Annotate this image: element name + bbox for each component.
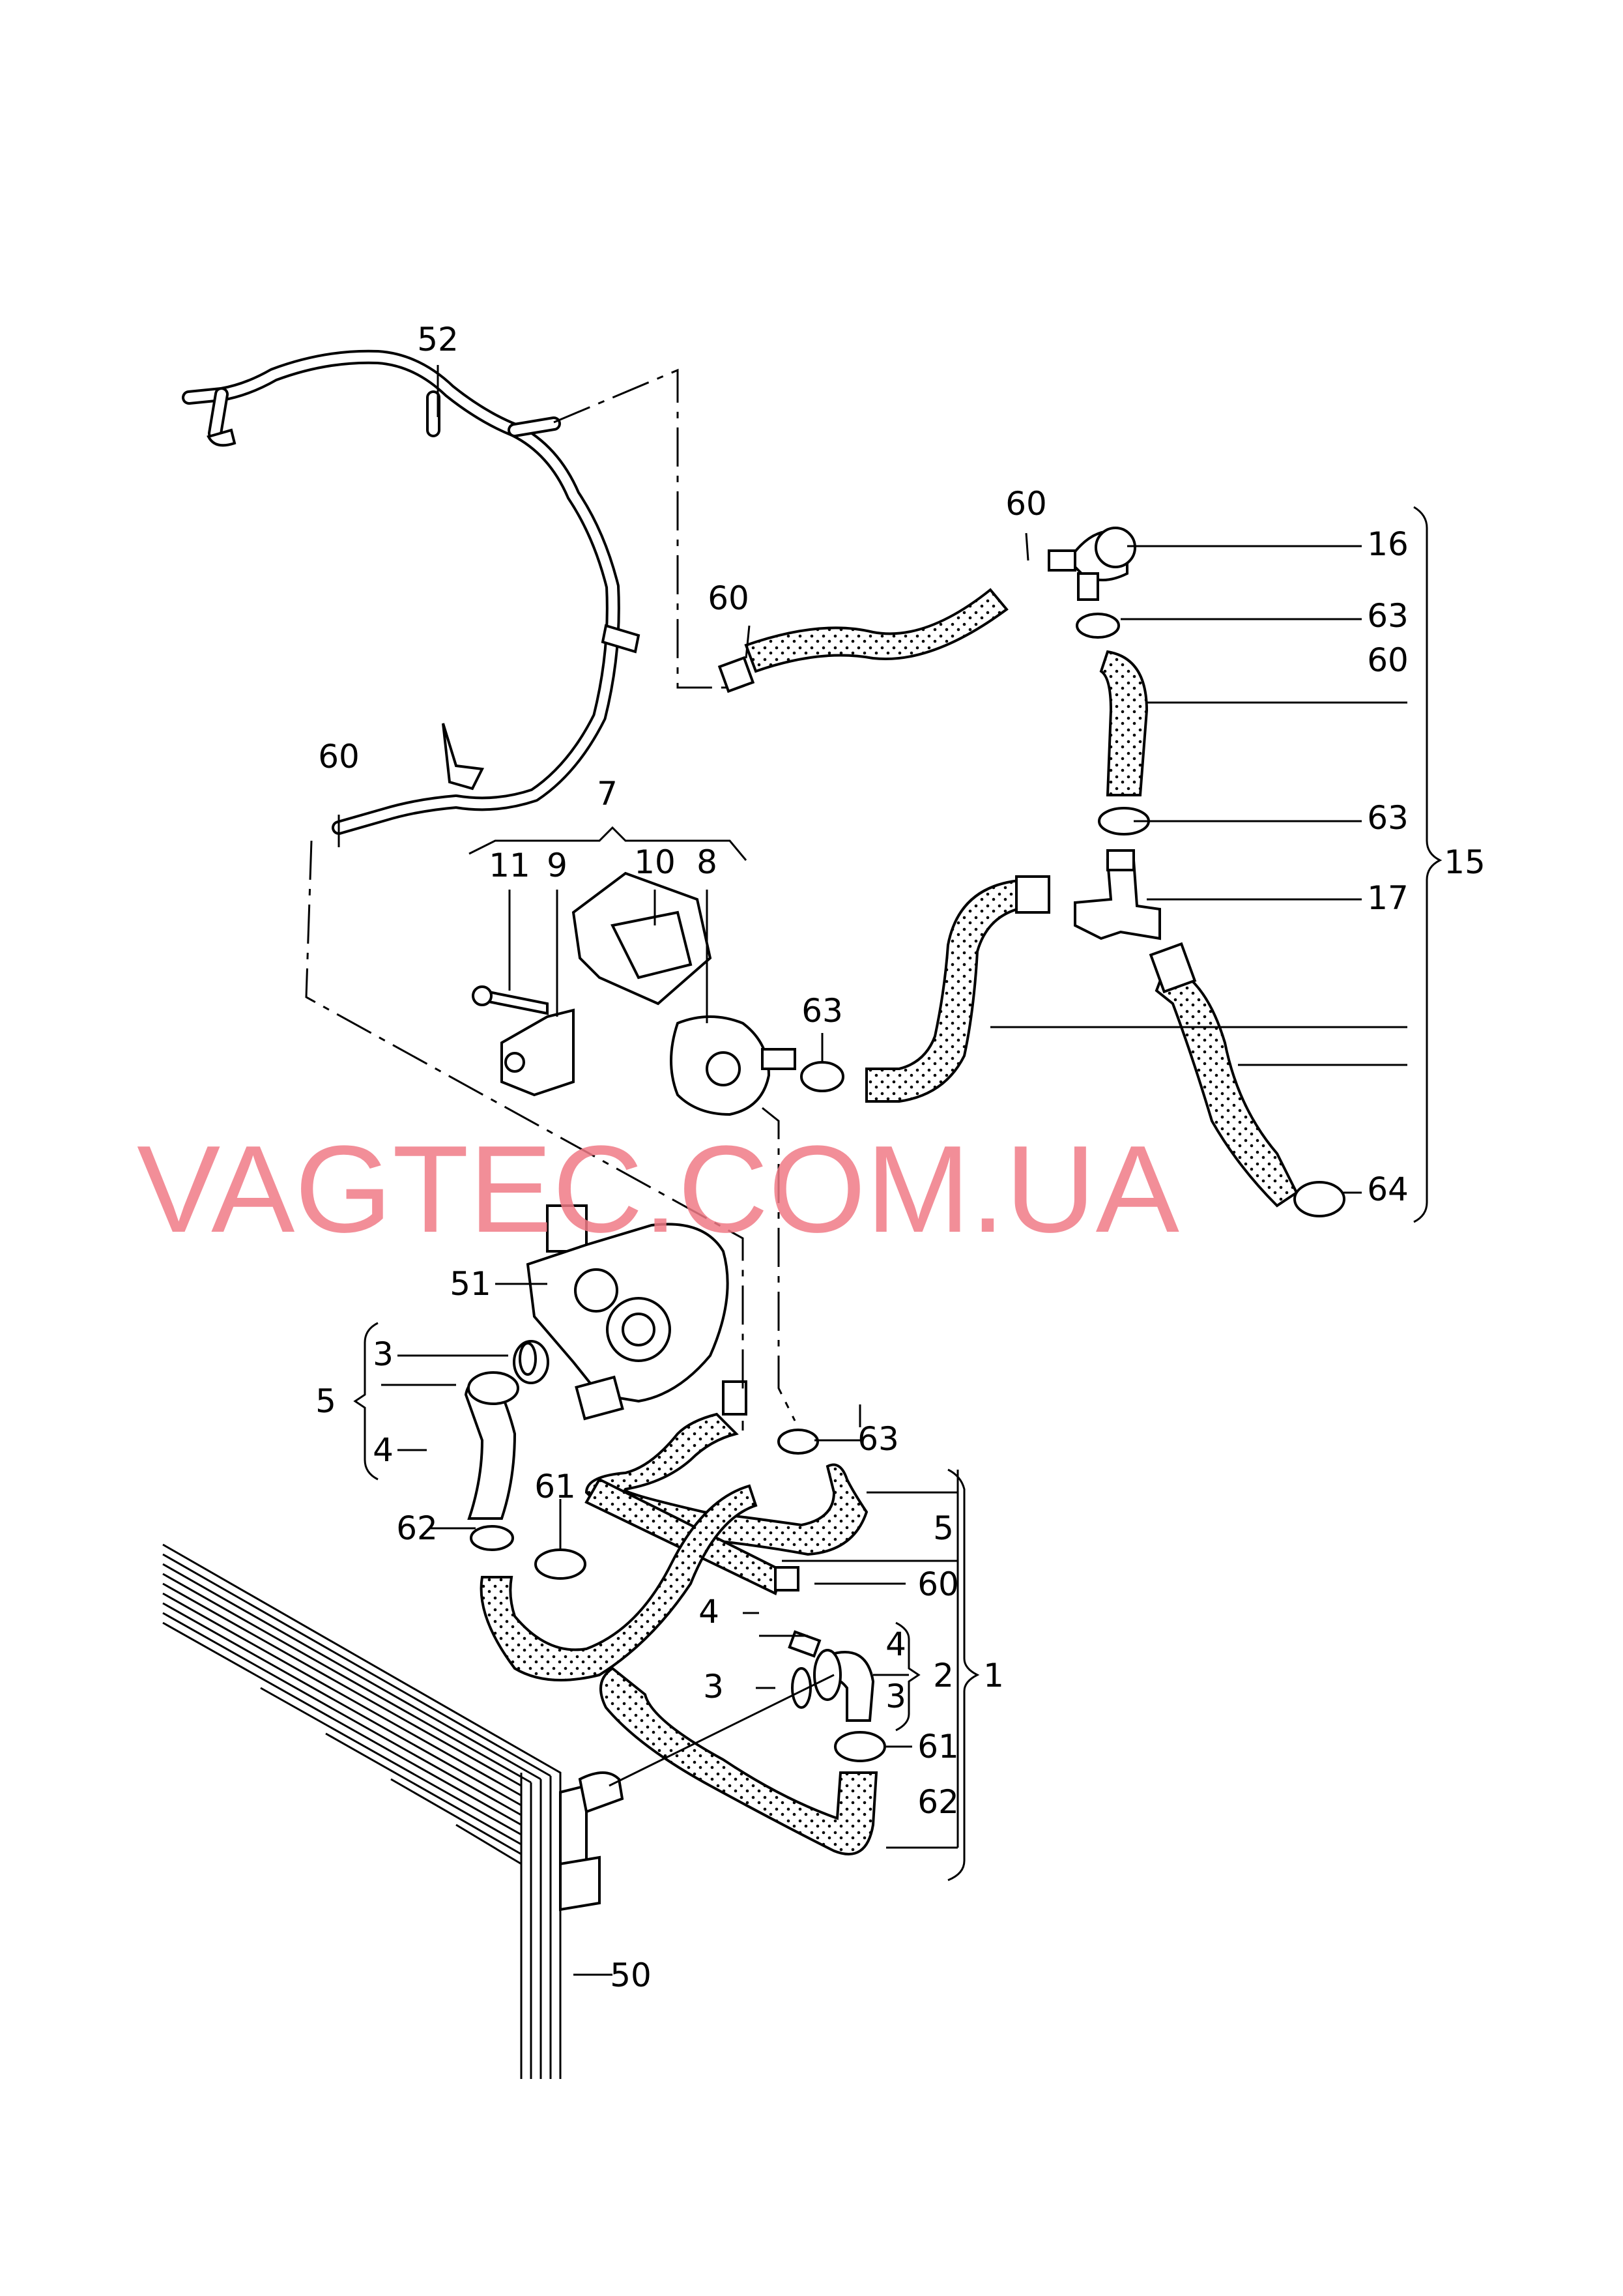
clamp-60-lower bbox=[774, 1566, 799, 1591]
callout-63-pump: 63 bbox=[801, 992, 843, 1030]
bracket-9 bbox=[500, 1008, 575, 1097]
radiator-50 bbox=[162, 1543, 624, 2079]
watermark: VAGTEC.COM.UA bbox=[137, 1120, 1179, 1258]
clamp-61-left bbox=[534, 1548, 586, 1580]
hose-60-upper bbox=[717, 588, 1009, 693]
connector-16 bbox=[1048, 527, 1136, 601]
callout-5-right: 5 bbox=[933, 1509, 954, 1547]
callout-50: 50 bbox=[610, 1956, 652, 1994]
coolant-pipe-52 bbox=[182, 349, 640, 835]
callout-63-top: 63 bbox=[1367, 597, 1409, 635]
callout-8: 8 bbox=[697, 843, 717, 881]
callout-62-left: 62 bbox=[396, 1509, 438, 1547]
o-ring-3-upper bbox=[519, 1342, 537, 1376]
callout-4-mid: 4 bbox=[698, 1593, 719, 1631]
callout-60-left: 60 bbox=[318, 738, 360, 776]
link-pump-dashed bbox=[762, 1107, 796, 1421]
clamp-63-top bbox=[1076, 613, 1120, 639]
callout-61-lower: 61 bbox=[917, 1728, 959, 1766]
clamp-62-left bbox=[470, 1525, 514, 1551]
leader-lines bbox=[338, 365, 1443, 1976]
hose-60-right bbox=[1099, 650, 1149, 796]
callout-3-right: 3 bbox=[885, 1678, 906, 1715]
callout-61-upper: 61 bbox=[534, 1468, 576, 1505]
clamp-64 bbox=[1293, 1181, 1345, 1217]
hose-62-left bbox=[480, 1484, 758, 1681]
hose-5-upper bbox=[584, 1380, 869, 1556]
callout-62-right: 62 bbox=[917, 1783, 959, 1821]
callout-17: 17 bbox=[1367, 879, 1409, 917]
callout-64: 64 bbox=[1367, 1170, 1409, 1208]
tee-connector-17 bbox=[1074, 849, 1161, 940]
callout-60-hose: 60 bbox=[708, 579, 749, 617]
link-60-dashed bbox=[305, 840, 744, 1395]
callout-4-right: 4 bbox=[885, 1625, 906, 1663]
callout-4-left: 4 bbox=[373, 1431, 394, 1469]
thermostat-housing-51 bbox=[526, 1204, 729, 1421]
callout-15: 15 bbox=[1444, 843, 1486, 881]
hose-right-branch bbox=[1149, 942, 1299, 1208]
pump-assembly-7 bbox=[472, 871, 796, 1116]
clamp-61-right bbox=[834, 1731, 886, 1762]
radiator-hose-link bbox=[609, 1674, 835, 1787]
callout-5-left: 5 bbox=[315, 1382, 336, 1420]
link-52-dashed bbox=[553, 368, 726, 689]
callout-16: 16 bbox=[1367, 525, 1409, 563]
callout-52: 52 bbox=[417, 321, 459, 358]
hose-bottom-main bbox=[599, 1666, 878, 1855]
callout-60-top: 60 bbox=[1005, 485, 1047, 523]
callout-3-upper: 3 bbox=[373, 1335, 394, 1373]
callout-2: 2 bbox=[933, 1657, 954, 1694]
hose-5-long bbox=[584, 1477, 784, 1595]
callout-60-right: 60 bbox=[1367, 641, 1409, 679]
callout-51: 51 bbox=[450, 1265, 491, 1303]
callout-10: 10 bbox=[634, 843, 676, 881]
callout-63-mid: 63 bbox=[1367, 799, 1409, 837]
callout-11: 11 bbox=[489, 847, 530, 884]
o-ring-3-lower bbox=[791, 1667, 812, 1709]
callout-63-lower: 63 bbox=[857, 1420, 899, 1458]
clamp-63-lower bbox=[777, 1429, 819, 1455]
clamp-63-pump bbox=[800, 1061, 844, 1092]
callout-3-lower: 3 bbox=[703, 1668, 724, 1706]
callout-9: 9 bbox=[547, 847, 567, 884]
connector-2 bbox=[788, 1630, 875, 1722]
callout-7: 7 bbox=[597, 775, 618, 813]
callout-labels: 52 60 16 60 63 60 60 7 63 11 9 10 8 15 1… bbox=[315, 321, 1486, 1994]
callout-1: 1 bbox=[983, 1657, 1004, 1694]
hose-left-branch bbox=[865, 875, 1050, 1103]
callout-60-lower: 60 bbox=[917, 1565, 959, 1603]
